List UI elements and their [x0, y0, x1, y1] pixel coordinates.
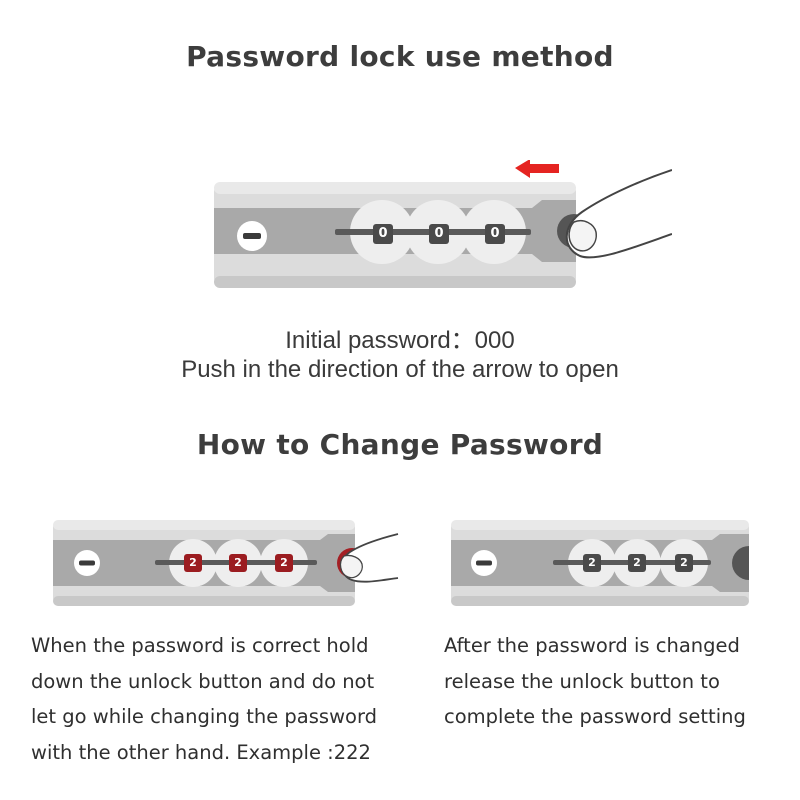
digit-wheel[interactable]: 2 [184, 554, 202, 572]
digit-wheel[interactable]: 0 [373, 224, 393, 244]
finger-icon [565, 169, 672, 259]
digit-wheel[interactable]: 2 [675, 554, 693, 572]
push-direction-text: Push in the direction of the arrow to op… [181, 356, 619, 383]
use-method-title: Password lock use method [186, 40, 614, 73]
finger-icon [339, 533, 399, 583]
keyhole-icon [237, 221, 267, 251]
hold-button-lock-illustration: 2 2 2 [52, 516, 402, 608]
instruction-line: complete the password setting [444, 705, 746, 728]
release-instructions: After the password is changed release th… [444, 628, 789, 735]
keyhole-icon [471, 550, 497, 576]
instruction-line: After the password is changed [444, 634, 740, 657]
digit-wheel[interactable]: 2 [583, 554, 601, 572]
instruction-line: with the other hand. Example :222 [31, 740, 371, 764]
digit-wheel[interactable]: 2 [275, 554, 293, 572]
initial-password-text: Initial password：000 [285, 327, 515, 354]
main-lock-illustration: 0 0 0 [212, 160, 672, 295]
instruction-line: When the password is correct hold [31, 634, 369, 657]
instruction-line: down the unlock button and do not [31, 669, 375, 693]
arrow-left-icon [515, 160, 559, 178]
change-password-title: How to Change Password [196, 428, 604, 461]
instruction-line: let go while changing the password [31, 705, 378, 728]
release-button-lock-illustration: 2 2 2 [450, 516, 750, 608]
digit-wheel[interactable]: 2 [628, 554, 646, 572]
keyhole-icon [74, 550, 100, 576]
digit-wheel[interactable]: 0 [485, 224, 505, 244]
instruction-line: release the unlock button to [444, 669, 720, 693]
digit-wheel[interactable]: 2 [229, 554, 247, 572]
digit-wheel[interactable]: 0 [429, 224, 449, 244]
hold-instructions: When the password is correct hold down t… [31, 628, 411, 770]
